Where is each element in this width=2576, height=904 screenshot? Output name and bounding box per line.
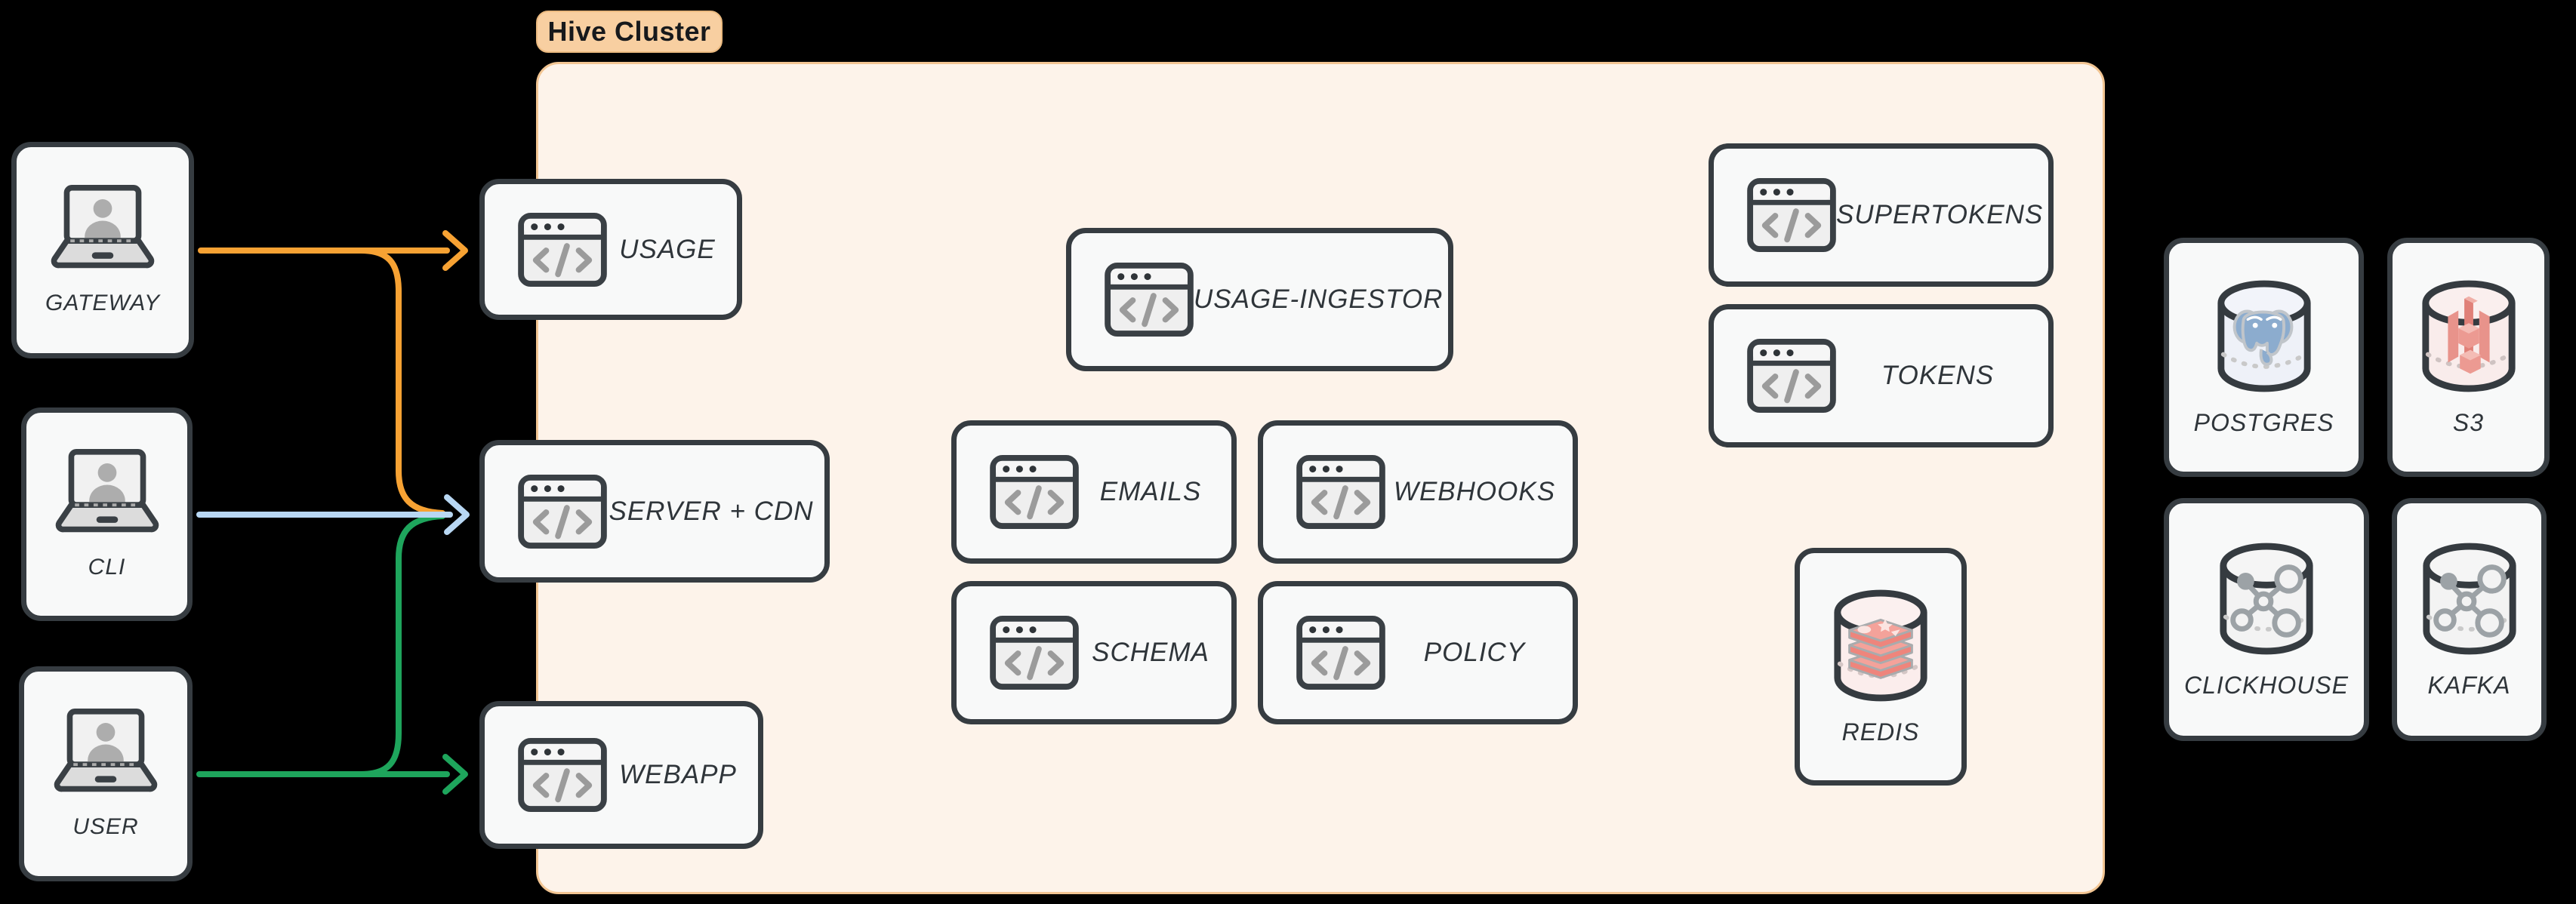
code-window-icon	[1747, 339, 1836, 413]
client-node-cli[interactable]: CLI	[21, 407, 193, 621]
code-window-icon	[1296, 616, 1385, 690]
node-label-s3: S3	[2452, 409, 2485, 436]
edge-user-webapp-arrowhead-icon	[442, 754, 468, 795]
cluster-label-badge: Hive Cluster	[536, 11, 723, 53]
node-label-cli: CLI	[88, 554, 126, 580]
node-label-gateway: GATEWAY	[45, 290, 161, 315]
laptop-user-icon	[45, 709, 167, 796]
service-node-usage[interactable]: USAGE	[479, 179, 742, 320]
edge-gateway-usage-arrowhead-icon	[442, 230, 468, 271]
code-window-icon	[518, 213, 607, 287]
service-node-emails[interactable]: EMAILS	[951, 420, 1237, 564]
node-label-schema: SCHEMA	[1092, 638, 1209, 667]
datastore-node-kafka[interactable]: KAFKA	[2392, 498, 2547, 741]
service-node-tokens[interactable]: TOKENS	[1709, 304, 2054, 447]
edge-gateway-servercdn	[358, 248, 445, 516]
node-label-supertokens: SUPERTOKENS	[1836, 200, 2044, 229]
molecule-database-icon	[2216, 540, 2317, 656]
datastore-node-postgres[interactable]: POSTGRES	[2164, 238, 2364, 477]
node-label-clickhouse: CLICKHOUSE	[2183, 671, 2350, 699]
edge-cli-servercdn-arrowhead-icon	[444, 494, 470, 535]
datastore-node-s3[interactable]: S3	[2387, 238, 2550, 477]
node-label-kafka: KAFKA	[2427, 671, 2511, 699]
service-node-supertokens[interactable]: SUPERTOKENS	[1709, 143, 2054, 287]
service-node-usage-ingestor[interactable]: USAGE-INGESTOR	[1066, 228, 1453, 371]
node-label-redis: REDIS	[1841, 718, 1920, 746]
postgres-database-icon	[2214, 278, 2315, 394]
cluster-label: Hive Cluster	[547, 16, 711, 47]
laptop-user-icon	[42, 185, 164, 272]
service-node-webapp[interactable]: WEBAPP	[479, 701, 763, 849]
node-label-tokens: TOKENS	[1881, 361, 1995, 390]
laptop-user-icon	[46, 449, 168, 537]
node-label-usage: USAGE	[619, 234, 716, 264]
node-label-emails: EMAILS	[1099, 477, 1202, 506]
code-window-icon	[518, 475, 607, 549]
code-window-icon	[518, 738, 607, 812]
service-node-schema[interactable]: SCHEMA	[951, 581, 1237, 724]
s3-database-icon	[2418, 278, 2519, 394]
edge-user-servercdn	[358, 513, 445, 777]
datastore-node-clickhouse[interactable]: CLICKHOUSE	[2164, 498, 2369, 741]
node-label-user: USER	[72, 813, 139, 839]
service-node-policy[interactable]: POLICY	[1258, 581, 1578, 724]
client-node-gateway[interactable]: GATEWAY	[11, 142, 194, 358]
node-label-policy: POLICY	[1423, 638, 1526, 667]
code-window-icon	[1105, 263, 1194, 337]
node-label-server-cdn: SERVER + CDN	[609, 496, 814, 526]
client-node-user[interactable]: USER	[19, 666, 193, 881]
service-node-server-cdn[interactable]: SERVER + CDN	[479, 440, 830, 583]
node-label-postgres: POSTGRES	[2193, 409, 2334, 436]
redis-database-icon	[1830, 587, 1931, 703]
code-window-icon	[990, 455, 1079, 529]
code-window-icon	[1296, 455, 1385, 529]
service-node-webhooks[interactable]: WEBHOOKS	[1258, 420, 1578, 564]
node-label-webapp: WEBAPP	[619, 760, 737, 789]
code-window-icon	[1747, 178, 1836, 252]
code-window-icon	[990, 616, 1079, 690]
datastore-node-redis[interactable]: REDIS	[1795, 548, 1967, 786]
node-label-webhooks: WEBHOOKS	[1393, 477, 1556, 506]
molecule-database-icon	[2419, 540, 2520, 656]
node-label-usage-ingestor: USAGE-INGESTOR	[1194, 284, 1444, 314]
